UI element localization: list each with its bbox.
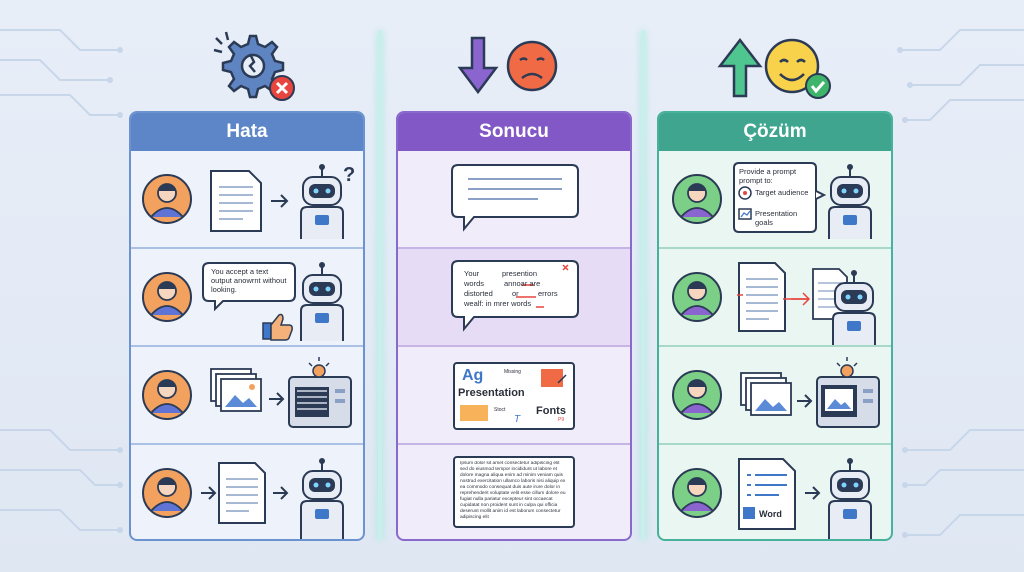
hata-column: Hata ?	[129, 111, 365, 541]
person-avatar-icon	[672, 272, 722, 322]
sonucu-missing: Missing	[504, 369, 521, 375]
document-icon	[738, 262, 786, 332]
person-avatar-icon	[672, 174, 722, 224]
hata-row-3	[131, 347, 363, 443]
sonucu-row-4: Ipsum dolor sit amet consectetur adipisc…	[398, 445, 630, 539]
person-avatar-icon	[672, 370, 722, 420]
sonucu-stoct: Stoct	[494, 407, 506, 413]
up-arrow-happy-face-icon	[717, 37, 831, 99]
speech-bubble-icon	[202, 262, 296, 312]
sonucu-dense-text: Ipsum dolor sit amet consectetur adipisc…	[460, 461, 566, 520]
chart-icon	[738, 208, 752, 220]
printer-machine-icon	[288, 357, 352, 428]
sonucu-t: T	[514, 414, 521, 425]
empty-speech-bubble-icon	[451, 164, 579, 232]
hata-bubble-text: You accept a text output anowrnt without…	[211, 267, 287, 294]
divider-line-right	[641, 30, 645, 540]
sonucu-row-1	[398, 151, 630, 247]
robot-icon	[300, 458, 344, 539]
robot-icon	[300, 262, 344, 341]
hata-row-1: ?	[131, 151, 363, 247]
person-avatar-icon	[672, 468, 722, 518]
robot-icon	[828, 458, 872, 539]
cozum-row-4: Word	[659, 445, 891, 539]
image-stack-icon	[740, 372, 792, 416]
person-avatar-icon	[142, 272, 192, 322]
cozum-header: Çözüm	[659, 113, 891, 151]
sonucu-presentation: Presentation	[458, 387, 525, 399]
robot-icon	[828, 164, 872, 239]
sonucu-word-annoar: annoar are	[504, 279, 541, 288]
broken-gear-error-icon	[213, 31, 295, 101]
image-stack-icon	[210, 368, 262, 412]
thumbs-up-icon	[262, 313, 293, 341]
person-avatar-icon	[142, 468, 192, 518]
close-icon	[562, 264, 569, 271]
sonucu-word-or: or	[512, 289, 519, 298]
down-arrow-sad-face-icon	[457, 36, 558, 95]
cozum-row-3	[659, 347, 891, 443]
hata-header: Hata	[131, 113, 363, 151]
sonucu-row-2: Your words distorted presention annoar a…	[398, 249, 630, 345]
cozum-prompt-item-1: Target audience	[755, 188, 809, 197]
person-avatar-icon	[142, 370, 192, 420]
person-avatar-icon	[142, 174, 192, 224]
target-icon	[738, 186, 752, 200]
svg-text:?: ?	[343, 164, 355, 186]
word-document-icon	[738, 458, 796, 530]
sonucu-word-words: words	[464, 279, 485, 288]
cozum-word-label: Word	[759, 509, 782, 519]
sonucu-word-your: Your	[464, 269, 480, 278]
sonucu-word-bottom: wealf: in mrer words	[464, 299, 532, 308]
sonucu-p9: P9	[558, 417, 565, 423]
cozum-row-1: Provide a prompt prompt to: Target audie…	[659, 151, 891, 247]
hata-row-4	[131, 445, 363, 539]
sonucu-header: Sonucu	[398, 113, 630, 151]
cozum-column: Çözüm	[657, 111, 893, 541]
sonucu-fonts: Fonts	[536, 405, 566, 417]
sonucu-ag: Ag	[462, 367, 484, 384]
divider-line-left	[378, 30, 382, 540]
document-icon	[210, 170, 262, 232]
printer-machine-icon	[816, 357, 880, 428]
sonucu-word-errors: errors	[538, 289, 558, 298]
sonucu-row-3: Ag Missing Presentation Fonts Stoct T P9	[398, 347, 630, 443]
cozum-prompt-title: Provide a prompt prompt to:	[739, 167, 797, 185]
sonucu-word-presention: presention	[502, 269, 538, 278]
sonucu-word-distorted: distorted	[464, 289, 493, 298]
cozum-row-2	[659, 249, 891, 345]
robot-icon	[832, 270, 876, 345]
cozum-prompt-item-2: Presentation goals	[755, 209, 798, 227]
document-icon	[218, 462, 266, 524]
sonucu-column: Sonucu Your words distorted presention a…	[396, 111, 632, 541]
confused-robot-icon: ?	[300, 164, 355, 239]
hata-row-2: You accept a text output anowrnt without…	[131, 249, 363, 345]
